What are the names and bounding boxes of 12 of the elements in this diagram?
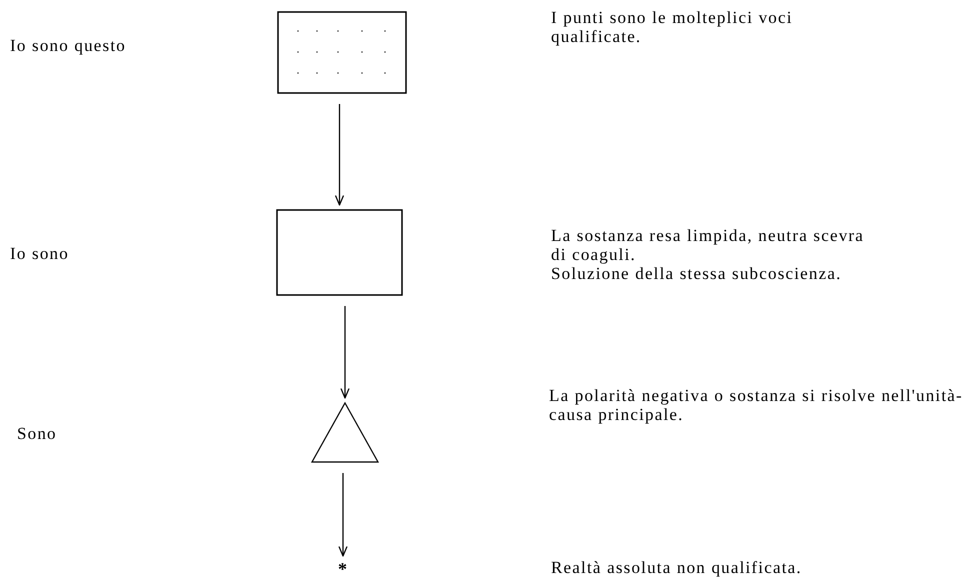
description-text: I punti sono le molteplici voci qualificate. [551,8,794,46]
description-text: Io sono questo [10,36,126,55]
description-text: Sono [17,424,57,443]
arrow [340,306,350,399]
description-text: Soluzione della stessa subcoscienza. [551,264,842,283]
description-text: Realtà assoluta non qualificata. [551,558,802,577]
asterisk-mark: * [338,560,347,578]
arrow [334,104,344,206]
description-text: La sostanza resa limpida, neutra scevra di coaguli. [551,226,866,264]
arrow [338,473,348,557]
description-text: Io sono [10,244,69,263]
description-text: La polarità negativa o sostanza si risolve nell'unità-causa principale. [549,386,964,424]
